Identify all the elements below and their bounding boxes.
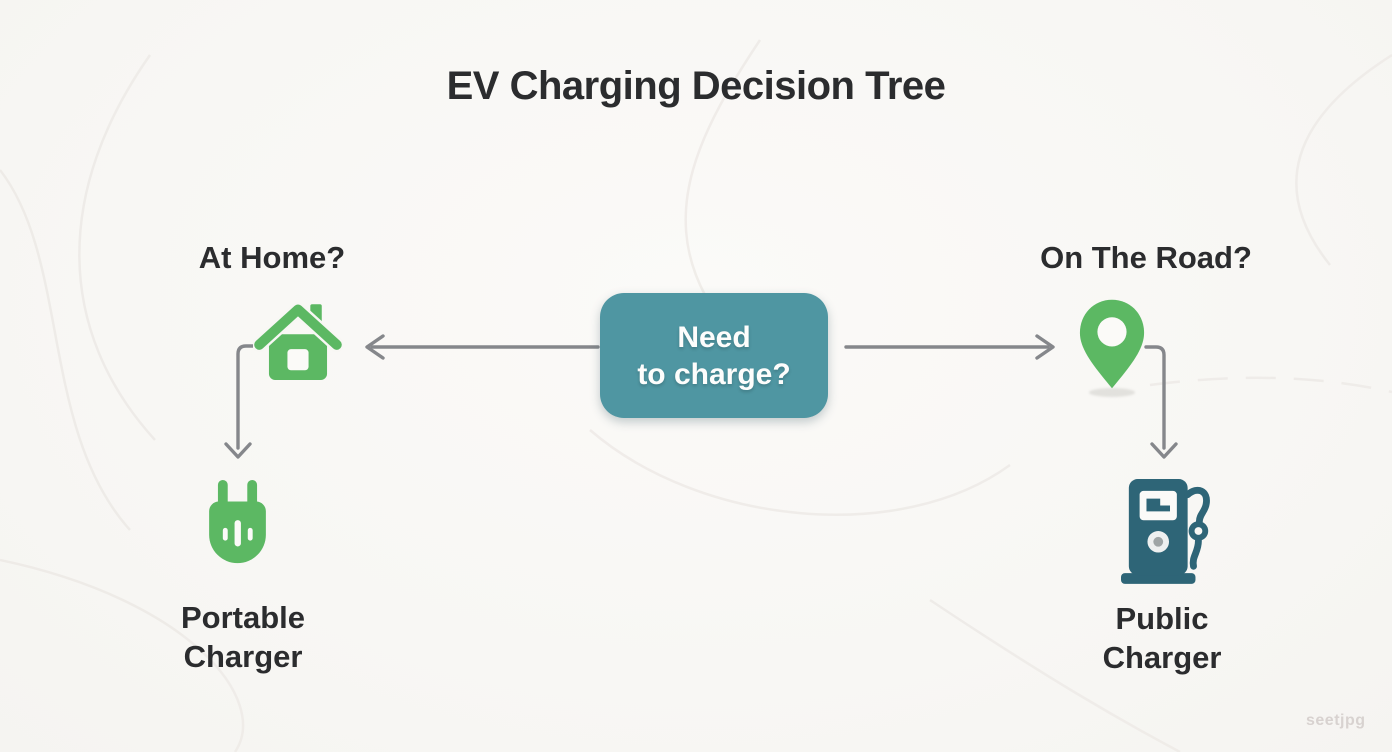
outcome-label-public-charger: Public Charger (1037, 599, 1287, 677)
arrowhead-right-icon (1035, 334, 1055, 360)
outcome-portable-line1: Portable (180, 600, 306, 635)
outcome-portable-line2: Charger (183, 639, 303, 674)
decision-node-need-to-charge: Need to charge? (600, 293, 828, 418)
ev-station-icon (1121, 479, 1210, 584)
arrow-road-to-public (1144, 345, 1166, 450)
plug-icon (209, 479, 266, 564)
branch-label-at-home: At Home? (198, 240, 346, 275)
house-icon (253, 302, 343, 380)
arrowhead-left-icon (365, 334, 385, 360)
branch-label-on-the-road: On The Road? (1040, 240, 1252, 275)
map-pin-icon (1079, 299, 1145, 389)
page-title: EV Charging Decision Tree (446, 64, 946, 108)
decision-node-text-line1: Need (677, 320, 751, 354)
outcome-public-line1: Public (1115, 601, 1209, 636)
decision-node-text-line2: to charge? (637, 357, 791, 391)
watermark: seetjpg (1306, 712, 1366, 729)
outcome-public-line2: Charger (1102, 640, 1222, 675)
outcome-label-portable-charger: Portable Charger (118, 598, 368, 676)
arrowhead-down-right-icon (1150, 442, 1178, 459)
pin-shadow (1089, 388, 1135, 397)
arrowhead-down-left-icon (224, 442, 252, 459)
